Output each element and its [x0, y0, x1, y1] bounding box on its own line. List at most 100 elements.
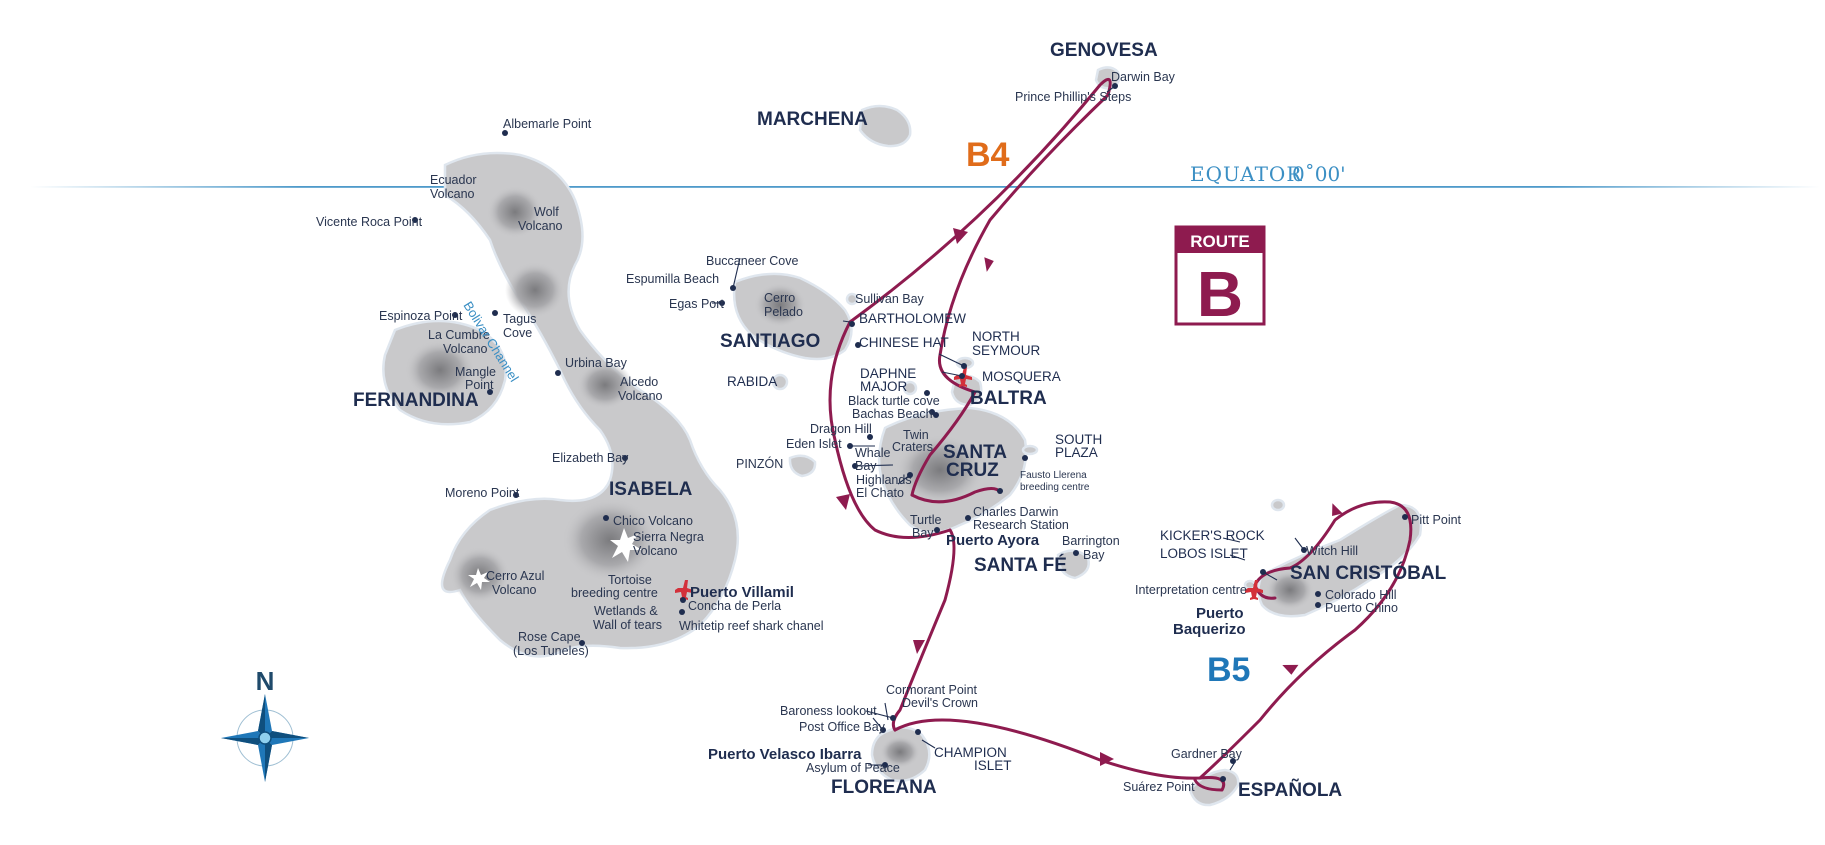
site-sullivan: Sullivan Bay: [855, 292, 925, 306]
site-cerro-pelado-2: Pelado: [764, 305, 803, 319]
route-badge-title: ROUTE: [1190, 232, 1250, 251]
volcano-star-icon: [468, 528, 642, 590]
site-alcedo-1: Alcedo: [620, 375, 658, 389]
town-puerto-ayora: Puerto Ayora: [946, 532, 1040, 549]
site-rose-cape-2: (Los Tuneles): [513, 644, 589, 658]
site-eden: Eden Islet: [786, 437, 842, 451]
islet-labels: BARTHOLOMEW CHINESE HAT RABIDA PINZÓN NO…: [727, 311, 1265, 773]
site-fausto-1: Fausto Llerena: [1020, 470, 1087, 481]
island-isabela: ISABELA: [609, 479, 693, 500]
town-labels: Puerto Ayora Puerto Villamil Puerto Baqu…: [690, 532, 1246, 763]
islet-champion-1: CHAMPION: [934, 745, 1007, 760]
site-highlands-1: Highlands: [856, 473, 912, 487]
site-barrington-1: Barrington: [1062, 534, 1120, 548]
islet-north-seymour-2: SEYMOUR: [972, 343, 1041, 358]
route-badge-letter: B: [1197, 258, 1243, 330]
islet-pinzon: PINZÓN: [736, 456, 783, 471]
site-tortoise-2: breeding centre: [571, 586, 658, 600]
island-floreana: FLOREANA: [831, 777, 937, 798]
site-barrington-2: Bay: [1083, 548, 1105, 562]
site-interpretation: Interpretation centre: [1135, 583, 1247, 597]
site-ecuador-2: Volcano: [430, 187, 475, 201]
islet-lobos: LOBOS ISLET: [1160, 546, 1248, 561]
island-santa-cruz-2: CRUZ: [946, 460, 999, 481]
site-ecuador-1: Ecuador: [430, 173, 477, 187]
site-suarez: Suárez Point: [1123, 780, 1195, 794]
site-highlands-2: El Chato: [856, 486, 904, 500]
site-vicente-roca: Vicente Roca Point: [316, 215, 423, 229]
site-post-office: Post Office Bay: [799, 720, 886, 734]
town-puerto-baquerizo-1: Puerto: [1196, 605, 1244, 622]
site-devils-crown: Devil's Crown: [902, 696, 978, 710]
island-fernandina: FERNANDINA: [353, 390, 479, 411]
island-marchena: MARCHENA: [757, 109, 868, 130]
site-baroness: Baroness lookout: [780, 704, 877, 718]
site-darwin-bay: Darwin Bay: [1111, 70, 1176, 84]
site-turtle-2: Bay: [912, 526, 934, 540]
site-buccaneer: Buccaneer Cove: [706, 254, 798, 268]
island-san-cristobal: SAN CRISTÓBAL: [1290, 562, 1447, 584]
site-albemarle: Albemarle Point: [503, 117, 592, 131]
compass-rose-icon: N: [221, 666, 309, 782]
route-direction-arrows: [836, 228, 1343, 766]
site-fausto-2: breeding centre: [1020, 482, 1090, 493]
site-darwin-station-2: Research Station: [973, 518, 1069, 532]
town-puerto-villamil: Puerto Villamil: [690, 584, 794, 601]
islet-daphne-1: DAPHNE: [860, 366, 916, 381]
islet-kickers-rock: KICKER'S ROCK: [1160, 528, 1265, 543]
site-asylum: Asylum of Peace: [806, 761, 900, 775]
islet-south-plaza-1: SOUTH: [1055, 432, 1102, 447]
island-genovesa: GENOVESA: [1050, 40, 1158, 61]
site-sierra-negra-1: Sierra Negra: [633, 530, 704, 544]
islet-south-plaza-2: PLAZA: [1055, 445, 1098, 460]
island-labels: GENOVESA MARCHENA SANTIAGO FERNANDINA IS…: [353, 40, 1447, 801]
site-cormorant: Cormorant Point: [886, 683, 978, 697]
site-twin-1: Twin: [903, 428, 929, 442]
site-concha: Concha de Perla: [688, 599, 781, 613]
site-la-cumbre-2: Volcano: [443, 342, 488, 356]
island-baltra: BALTRA: [970, 388, 1047, 409]
island-santa-fe: SANTA FÉ: [974, 554, 1067, 576]
route-badge: ROUTE B: [1174, 225, 1266, 330]
equator-line: EQUATOR 0˚00': [30, 162, 1820, 188]
site-darwin-station-1: Charles Darwin: [973, 505, 1058, 519]
site-wolf-1: Wolf: [534, 205, 559, 219]
site-mangle-1: Mangle: [455, 365, 496, 379]
site-espinoza: Espinoza Point: [379, 309, 463, 323]
islet-bartholomew: BARTHOLOMEW: [859, 311, 966, 326]
site-whale-1: Whale: [855, 446, 890, 460]
marchena-island-shape: [858, 104, 912, 148]
site-moreno: Moreno Point: [445, 486, 520, 500]
site-cerro-azul-2: Volcano: [492, 583, 537, 597]
site-cerro-pelado-1: Cerro: [764, 291, 795, 305]
site-elizabeth: Elizabeth Bay: [552, 451, 629, 465]
route-b4-path: [828, 77, 1112, 732]
site-witch-hill: Witch Hill: [1306, 544, 1358, 558]
site-chico: Chico Volcano: [613, 514, 693, 528]
site-wetlands-2: Wall of tears: [593, 618, 662, 632]
site-labels: Darwin Bay Prince Phillip's Steps Albema…: [316, 70, 1462, 794]
site-pitt: Pitt Point: [1411, 513, 1462, 527]
site-cerro-azul-1: Cerro Azul: [486, 569, 544, 583]
site-dragon-hill: Dragon Hill: [810, 422, 872, 436]
site-gardner: Gardner Bay: [1171, 747, 1243, 761]
island-espanola: ESPAÑOLA: [1238, 779, 1342, 801]
site-sierra-negra-2: Volcano: [633, 544, 678, 558]
site-tagus-1: Tagus: [503, 312, 536, 326]
site-whale-2: Bay: [855, 459, 877, 473]
segment-b5-label: B5: [1207, 651, 1250, 689]
site-puerto-chino: Puerto Chino: [1325, 601, 1398, 615]
town-puerto-velasco: Puerto Velasco Ibarra: [708, 746, 862, 763]
site-egas: Egas Port: [669, 297, 724, 311]
town-puerto-baquerizo-2: Baquerizo: [1173, 621, 1246, 638]
equator-label: EQUATOR: [1190, 162, 1302, 186]
islet-rabida: RABIDA: [727, 374, 777, 389]
site-colorado: Colorado Hill: [1325, 588, 1397, 602]
site-wetlands-1: Wetlands &: [594, 604, 658, 618]
segment-b4-label: B4: [966, 136, 1010, 174]
santa-fe-island-shape: [1056, 549, 1090, 580]
espanola-island-shape: [1188, 768, 1240, 807]
islet-chinese-hat: CHINESE HAT: [859, 335, 949, 350]
site-wolf-2: Volcano: [518, 219, 563, 233]
site-alcedo-2: Volcano: [618, 389, 663, 403]
